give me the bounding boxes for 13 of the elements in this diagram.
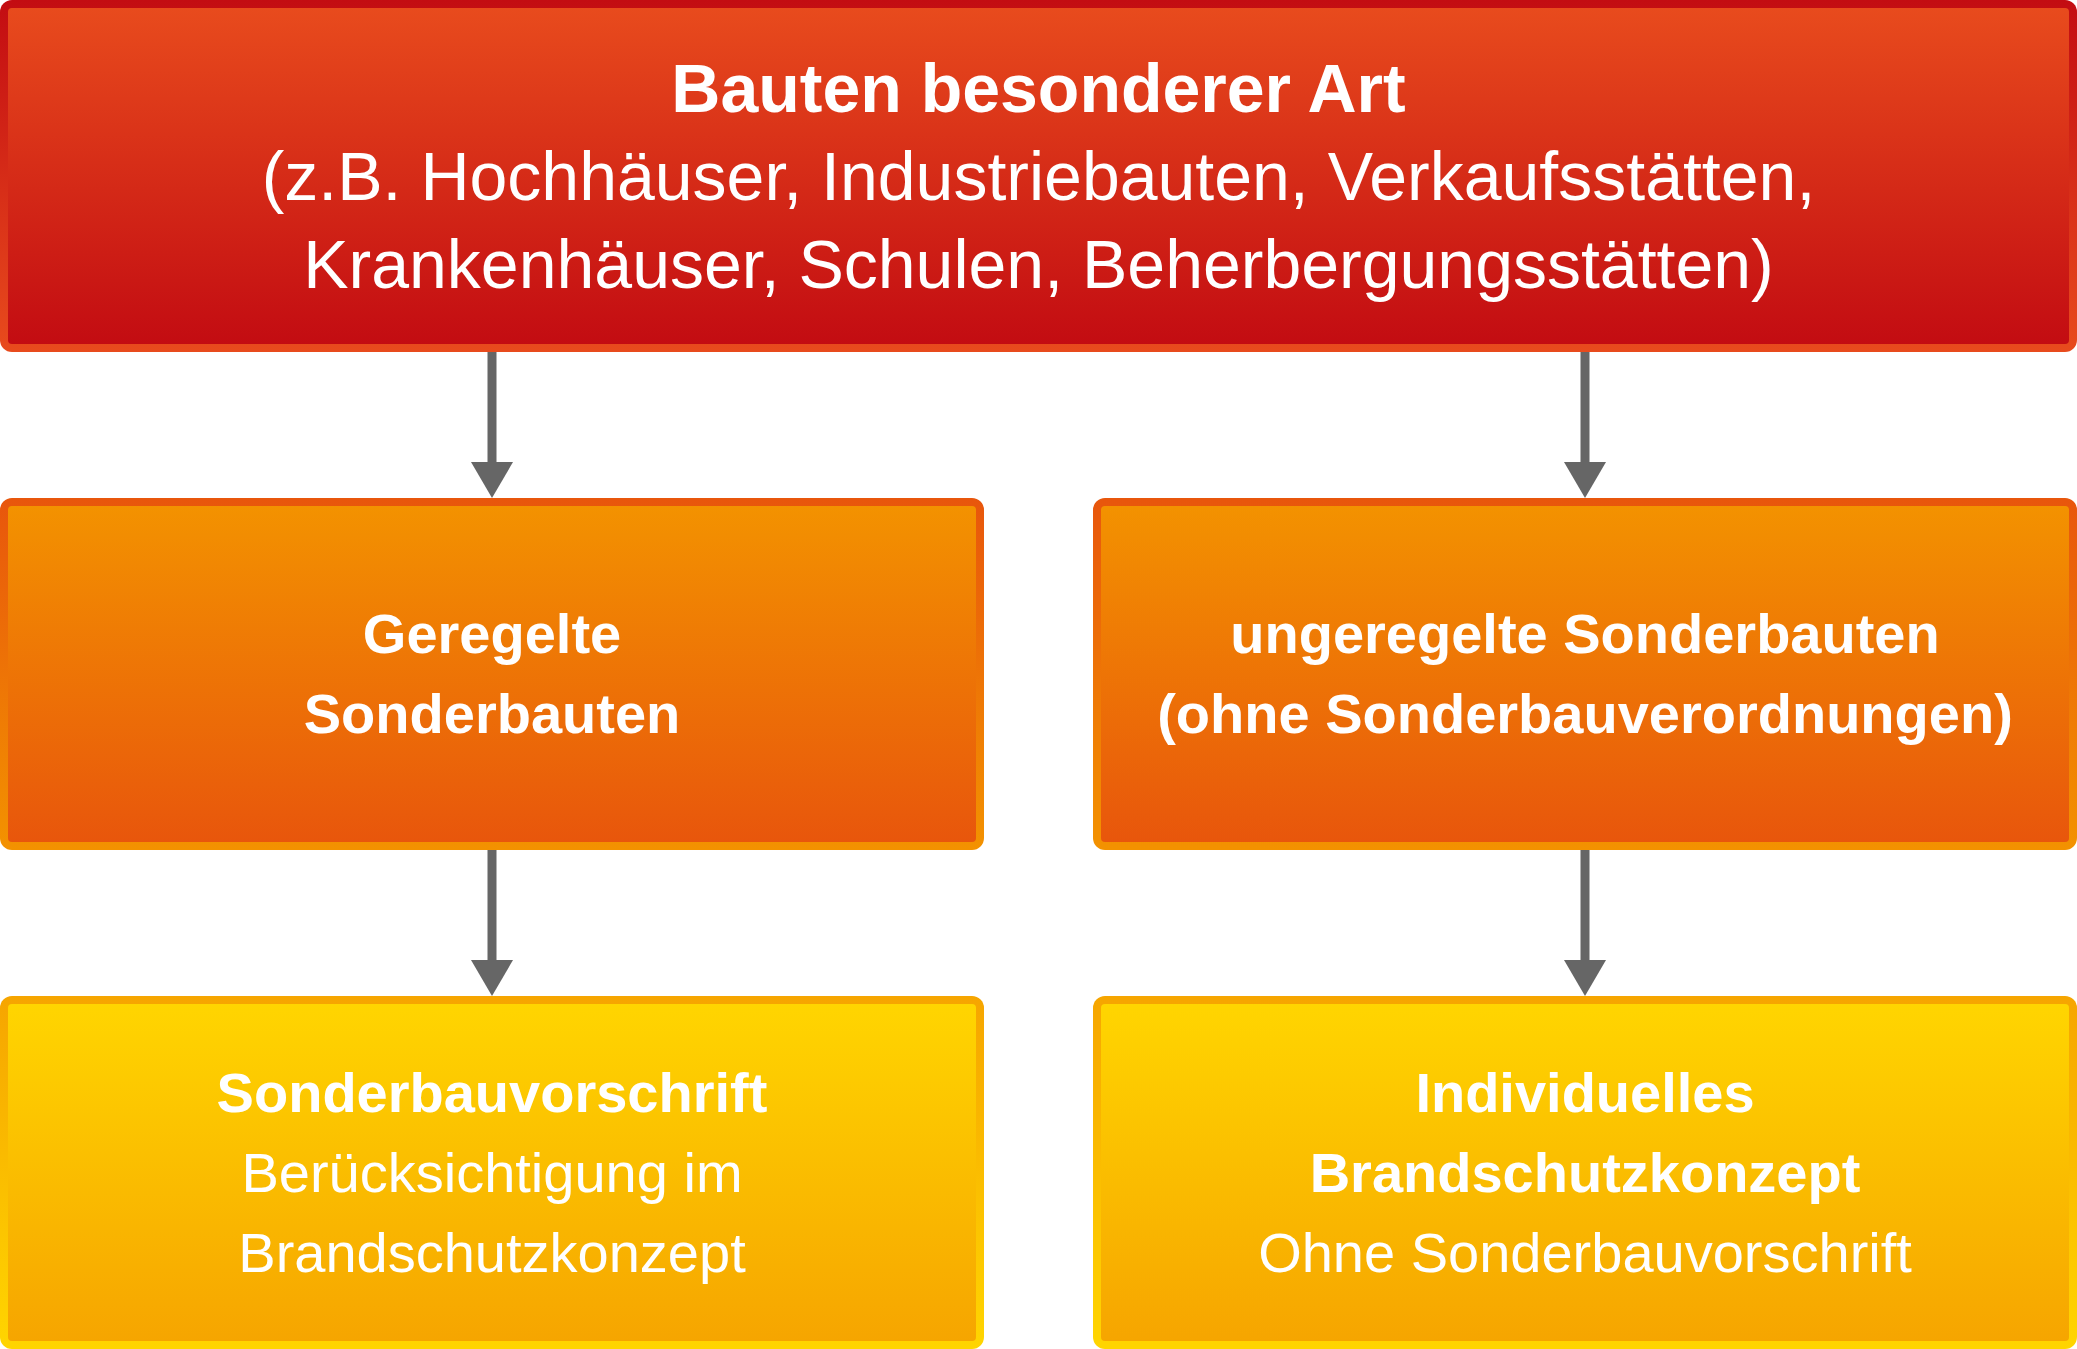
box-text: Ohne Sonderbauvorschrift — [1258, 1219, 1912, 1286]
arrow — [471, 850, 513, 996]
arrow — [471, 352, 513, 498]
box-text: Berücksichtigung im Brandschutzkonzept — [237, 1139, 747, 1286]
box-heading: Bauten besonderer Art — [671, 49, 1406, 128]
arrow — [1564, 352, 1606, 498]
arrow — [1564, 850, 1606, 996]
box-heading: Individuelles Brandschutzkonzept — [1308, 1059, 1862, 1206]
box-heading: ungeregelte Sonderbauten — [1230, 601, 1940, 667]
box-text: (z.B. Hochhäuser, Industriebauten, Verkaufsstätten, Krankenhäuser, Schulen, Beherbergungsstätten) — [260, 137, 1817, 304]
box-heading: Sonderbauvorschrift — [216, 1059, 768, 1126]
box-heading: Geregelte Sonderbauten — [302, 601, 682, 747]
box-text: (ohne Sonderbauverordnungen) — [1157, 681, 2013, 747]
